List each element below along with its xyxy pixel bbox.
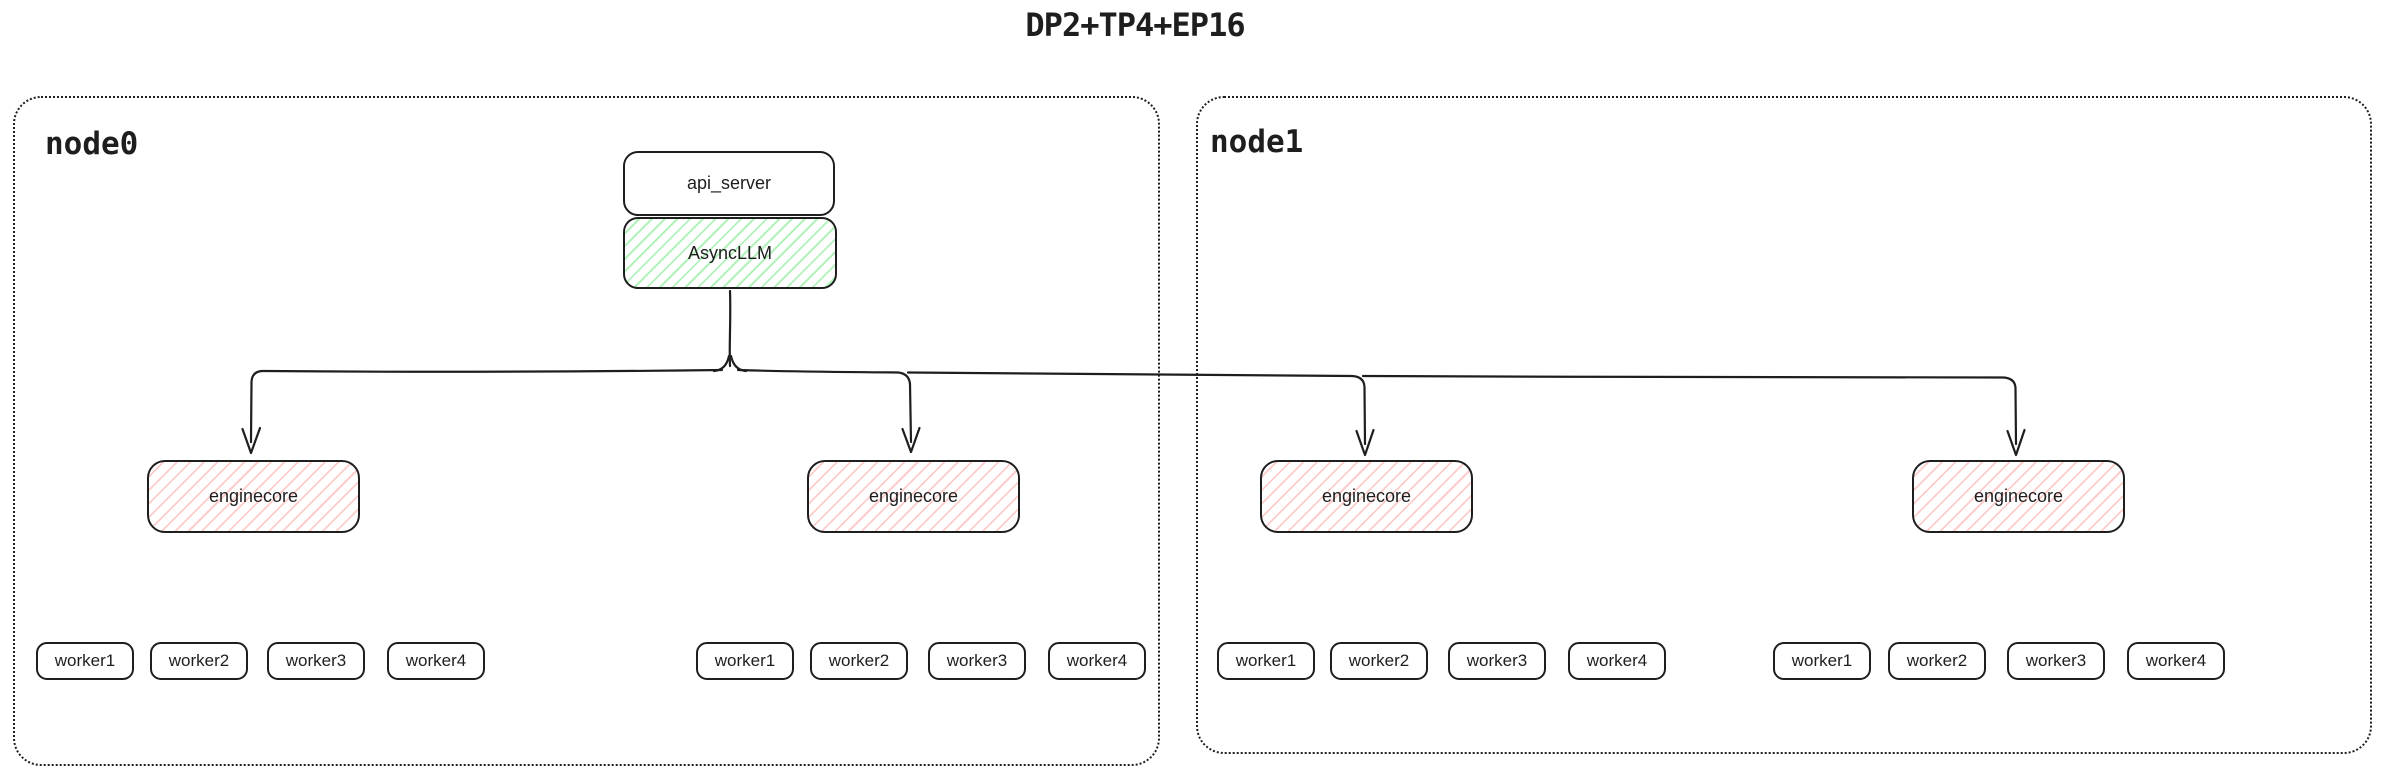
worker-label: worker3 [946,651,1008,670]
node1-label: node1 [1210,124,1304,160]
worker-box: worker1 [696,642,794,680]
enginecore-box: enginecore [147,460,360,533]
async-llm-label: AsyncLLM [687,242,773,263]
worker-label: worker4 [405,651,467,670]
worker-box: worker2 [1888,642,1986,680]
worker-label: worker2 [828,651,890,670]
worker-box: worker4 [1568,642,1666,680]
worker-label: worker3 [285,651,347,670]
worker-box: worker2 [1330,642,1428,680]
worker-label: worker2 [1348,651,1410,670]
worker-label: worker3 [1466,651,1528,670]
enginecore-label: enginecore [1321,486,1412,506]
api-server-box: api_server [623,151,835,216]
worker-box: worker3 [928,642,1026,680]
worker-label: worker1 [1791,651,1853,670]
api-server-label: api_server [686,173,772,193]
worker-box: worker4 [2127,642,2225,680]
worker-box: worker3 [1448,642,1546,680]
enginecore-label: enginecore [1973,486,2064,506]
worker-label: worker2 [168,651,230,670]
enginecore-label: enginecore [208,486,299,506]
worker-label: worker1 [1235,651,1297,670]
worker-box: worker3 [267,642,365,680]
worker-label: worker3 [2025,651,2087,670]
worker-box: worker4 [387,642,485,680]
diagram-title: DP2+TP4+EP16 [1025,6,1245,44]
enginecore-box: enginecore [807,460,1020,533]
worker-box: worker1 [36,642,134,680]
worker-label: worker4 [1586,651,1648,670]
enginecore-box: enginecore [1912,460,2125,533]
worker-label: worker4 [1066,651,1128,670]
worker-label: worker1 [54,651,116,670]
node0-label: node0 [45,126,139,162]
async-llm-box: AsyncLLM [623,217,837,289]
worker-box: worker1 [1217,642,1315,680]
worker-label: worker2 [1906,651,1968,670]
worker-box: worker4 [1048,642,1146,680]
enginecore-box: enginecore [1260,460,1473,533]
worker-label: worker4 [2145,651,2207,670]
worker-label: worker1 [714,651,776,670]
worker-box: worker2 [150,642,248,680]
worker-box: worker1 [1773,642,1871,680]
worker-box: worker2 [810,642,908,680]
enginecore-label: enginecore [868,486,959,506]
worker-box: worker3 [2007,642,2105,680]
